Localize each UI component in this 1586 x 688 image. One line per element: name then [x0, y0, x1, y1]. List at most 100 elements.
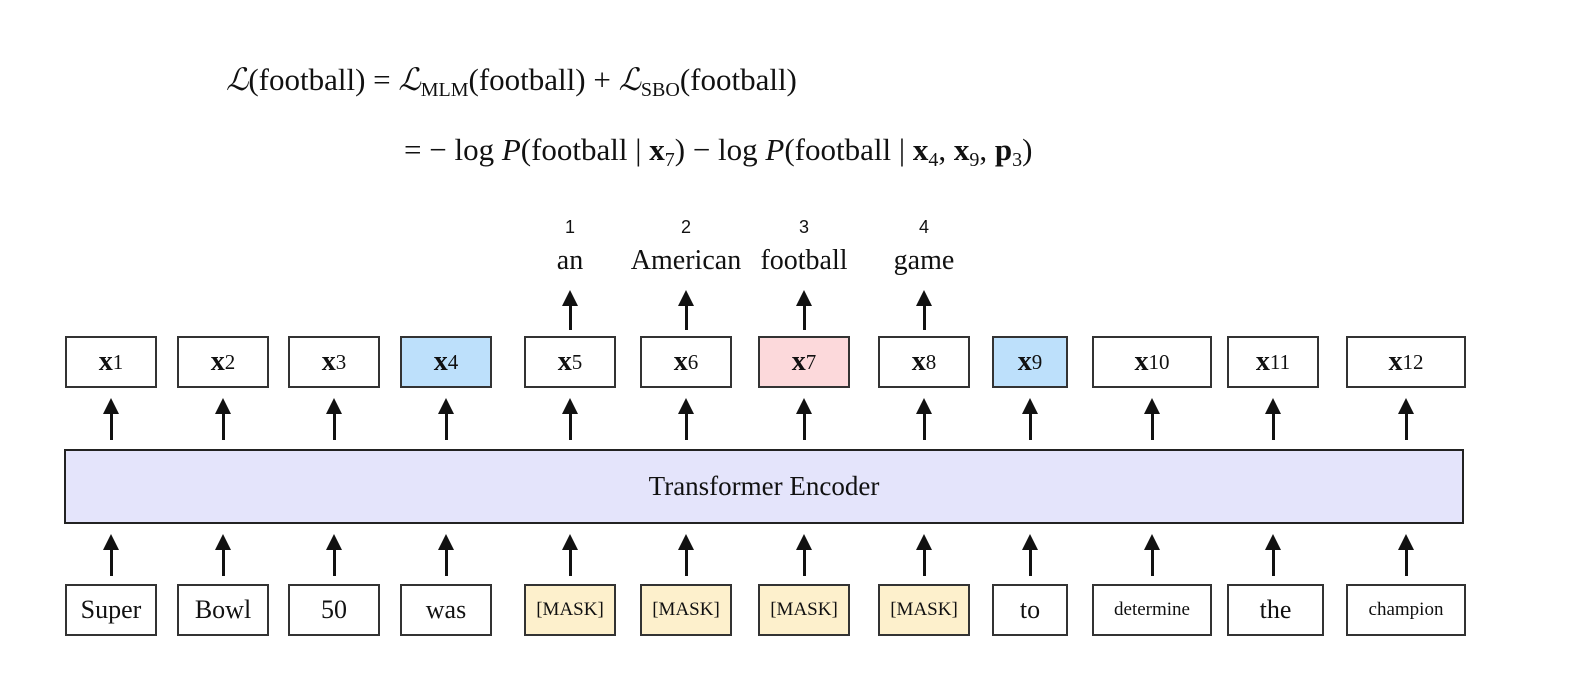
- arrow-head: [678, 290, 694, 306]
- arrow-head: [916, 398, 932, 414]
- input-token-12: champion: [1346, 584, 1466, 636]
- arrow-head: [1398, 398, 1414, 414]
- equals-neg-log: = − log: [404, 132, 502, 167]
- encoder-label: Transformer Encoder: [648, 471, 880, 501]
- input-token-text: the: [1259, 595, 1292, 624]
- prob-symbol: P: [765, 132, 785, 167]
- paren: ): [674, 132, 686, 167]
- loss-arg: (football): [248, 62, 366, 97]
- x9-sub: 9: [969, 149, 980, 171]
- input-token-text: Super: [80, 595, 142, 624]
- arrow-head: [1398, 534, 1414, 550]
- input-token-text: champion: [1368, 599, 1444, 620]
- input-token-5: [MASK]: [524, 584, 616, 636]
- arrow-shaft: [802, 546, 806, 576]
- transformer-encoder: Transformer Encoder: [64, 449, 1464, 524]
- arrow-shaft: [444, 410, 448, 440]
- vector-symbol: x: [911, 346, 926, 377]
- input-token-text: was: [425, 595, 467, 624]
- arrow-head: [1022, 398, 1038, 414]
- span-position-label: 3: [798, 217, 810, 237]
- input-token-9: to: [992, 584, 1068, 636]
- input-token-8: [MASK]: [878, 584, 970, 636]
- arrow-head: [438, 398, 454, 414]
- equals: =: [365, 62, 399, 97]
- predicted-word: American: [630, 245, 742, 276]
- arrow-shaft: [221, 410, 225, 440]
- vector-symbol: x: [1388, 346, 1403, 377]
- vector-subscript: 12: [1402, 349, 1424, 374]
- arrow-shaft: [221, 546, 225, 576]
- vector-symbol: x: [673, 346, 688, 377]
- arrow-shaft: [922, 410, 926, 440]
- minus-log: − log: [685, 132, 766, 167]
- arrow-shaft: [1404, 410, 1408, 440]
- vector-symbol: x: [98, 346, 113, 377]
- arrow-head: [1144, 398, 1160, 414]
- prob-arg: (football |: [784, 132, 913, 167]
- vector-symbol: x: [791, 346, 806, 377]
- sbo-subscript: SBO: [640, 79, 680, 101]
- arrow-shaft: [1028, 410, 1032, 440]
- arrow-shaft: [568, 410, 572, 440]
- input-token-text: [MASK]: [536, 599, 604, 620]
- vector-subscript: 1: [112, 349, 124, 374]
- input-token-7: [MASK]: [758, 584, 850, 636]
- arrow-shaft: [922, 546, 926, 576]
- arrow-shaft: [684, 410, 688, 440]
- loss-equation-line2: = − log P(football | x7) − log P(footbal…: [404, 132, 1032, 172]
- input-token-text: [MASK]: [652, 599, 720, 620]
- predicted-word: game: [893, 245, 955, 276]
- vector-subscript: 8: [925, 349, 937, 374]
- arrow-shaft: [332, 410, 336, 440]
- vector-symbol: x: [1017, 346, 1032, 377]
- arrow-shaft: [684, 546, 688, 576]
- input-token-10: determine: [1092, 584, 1212, 636]
- vector-subscript: 11: [1269, 349, 1291, 374]
- input-token-text: [MASK]: [890, 599, 958, 620]
- arrow-head: [1144, 534, 1160, 550]
- mlm-subscript: MLM: [420, 79, 469, 101]
- arrow-head: [215, 534, 231, 550]
- arrow-shaft: [1271, 410, 1275, 440]
- arrow-shaft: [1028, 546, 1032, 576]
- input-token-1: Super: [65, 584, 157, 636]
- arrow-head: [1265, 398, 1281, 414]
- arrow-head: [678, 534, 694, 550]
- arrow-head: [438, 534, 454, 550]
- input-token-text: determine: [1114, 599, 1190, 620]
- comma: ,: [938, 132, 954, 167]
- sbo-loss-symbol: ℒ: [618, 62, 641, 98]
- input-token-2: Bowl: [177, 584, 269, 636]
- vector-subscript: 10: [1148, 349, 1170, 374]
- arrow-shaft: [1150, 410, 1154, 440]
- vector-subscript: 5: [571, 349, 583, 374]
- arrow-shaft: [332, 546, 336, 576]
- predicted-word: football: [760, 245, 848, 276]
- arrow-head: [796, 290, 812, 306]
- arrow-head: [916, 290, 932, 306]
- x7-vec: x: [649, 132, 665, 167]
- vector-subscript: 4: [447, 349, 459, 374]
- vector-symbol: x: [557, 346, 572, 377]
- arrow-shaft: [109, 410, 113, 440]
- arrow-head: [215, 398, 231, 414]
- arrow-head: [796, 398, 812, 414]
- input-token-text: Bowl: [194, 595, 252, 624]
- vector-symbol: x: [321, 346, 336, 377]
- arrow-head: [1265, 534, 1281, 550]
- arrow-head: [916, 534, 932, 550]
- input-token-text: [MASK]: [770, 599, 838, 620]
- span-position-label: 2: [680, 217, 692, 237]
- arrow-shaft: [684, 302, 688, 330]
- arrow-head: [678, 398, 694, 414]
- prob-symbol: P: [501, 132, 521, 167]
- arrow-head: [103, 398, 119, 414]
